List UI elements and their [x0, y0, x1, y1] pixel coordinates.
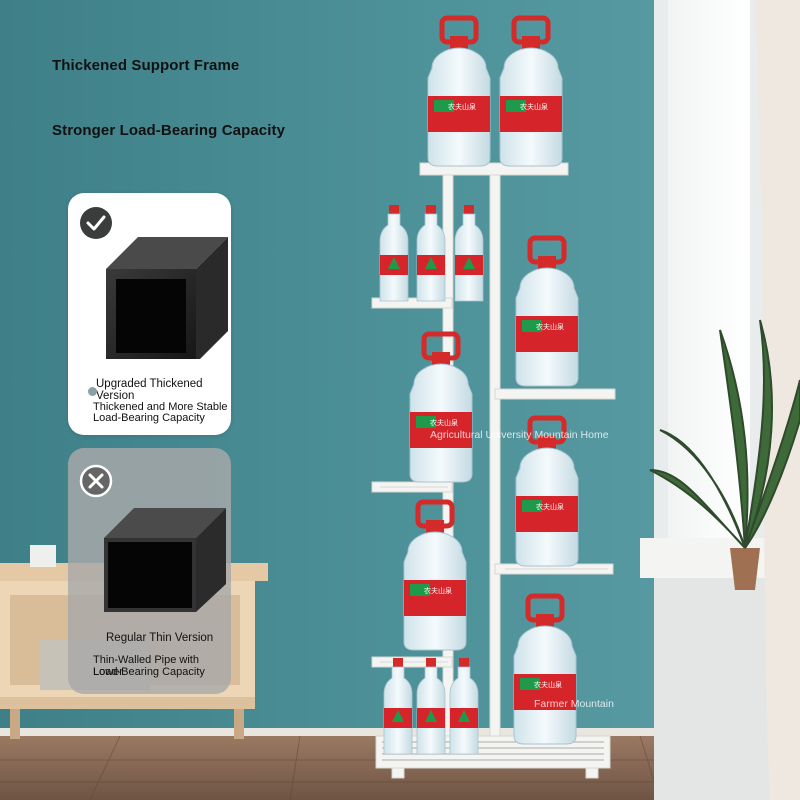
water-jugs [403, 15, 579, 745]
small-bottles [379, 205, 484, 755]
watermark-center: Agricultural University Mountain Home [430, 429, 609, 441]
upgraded-description-1: Thickened and More Stable [93, 401, 228, 413]
watermark-bottom: Farmer Mountain [534, 698, 614, 710]
headline-support-frame: Thickened Support Frame [52, 57, 240, 74]
thin-square-pipe-image [104, 508, 226, 612]
bottle-brand-text: 农夫山泉 [430, 418, 458, 427]
water-jug [409, 331, 473, 483]
small-bottle [383, 658, 413, 755]
curtain [755, 0, 800, 800]
bottle-brand-text: 农夫山泉 [534, 680, 562, 689]
small-bottle [454, 205, 484, 302]
small-bottle [416, 205, 446, 302]
regular-description-1: Thin-Walled Pipe with Lower [93, 654, 199, 678]
x-circle-icon [79, 464, 113, 498]
bottle-brand-text: 农夫山泉 [424, 586, 452, 595]
regular-description-2: Load-Bearing Capacity [93, 666, 205, 678]
bottle-brand-text: 农夫山泉 [536, 502, 564, 511]
rack-pole-right [489, 167, 501, 764]
upgraded-description-2: Load-Bearing Capacity [93, 412, 205, 424]
bottle-brand-text: 农夫山泉 [448, 102, 476, 111]
small-bottle [379, 205, 409, 302]
check-circle-icon [80, 207, 112, 239]
small-bottle [449, 658, 479, 755]
thick-square-pipe-image [106, 237, 228, 359]
upgraded-version-card: Upgraded Thickened Version Thickened and… [68, 193, 231, 435]
water-jug [515, 235, 579, 387]
headline-load-capacity: Stronger Load-Bearing Capacity [52, 122, 286, 139]
regular-title: Regular Thin Version [106, 632, 214, 644]
bottle-brand-labels: 农夫山泉 农夫山泉 农夫山泉 农夫山泉 农夫山泉 农夫山泉 农夫山泉 [424, 102, 564, 689]
water-jug [513, 593, 577, 745]
water-jug [403, 499, 467, 651]
bottle-brand-text: 农夫山泉 [536, 322, 564, 331]
regular-version-card: Regular Thin Version Thin-Walled Pipe wi… [68, 448, 231, 694]
water-jug [515, 415, 579, 567]
water-jug [499, 15, 563, 167]
bottle-brand-text: 农夫山泉 [520, 102, 548, 111]
bullet-dot-icon [88, 387, 97, 396]
water-jug [427, 15, 491, 167]
upgraded-title: Upgraded Thickened Version [96, 378, 203, 402]
small-bottle [416, 658, 446, 755]
